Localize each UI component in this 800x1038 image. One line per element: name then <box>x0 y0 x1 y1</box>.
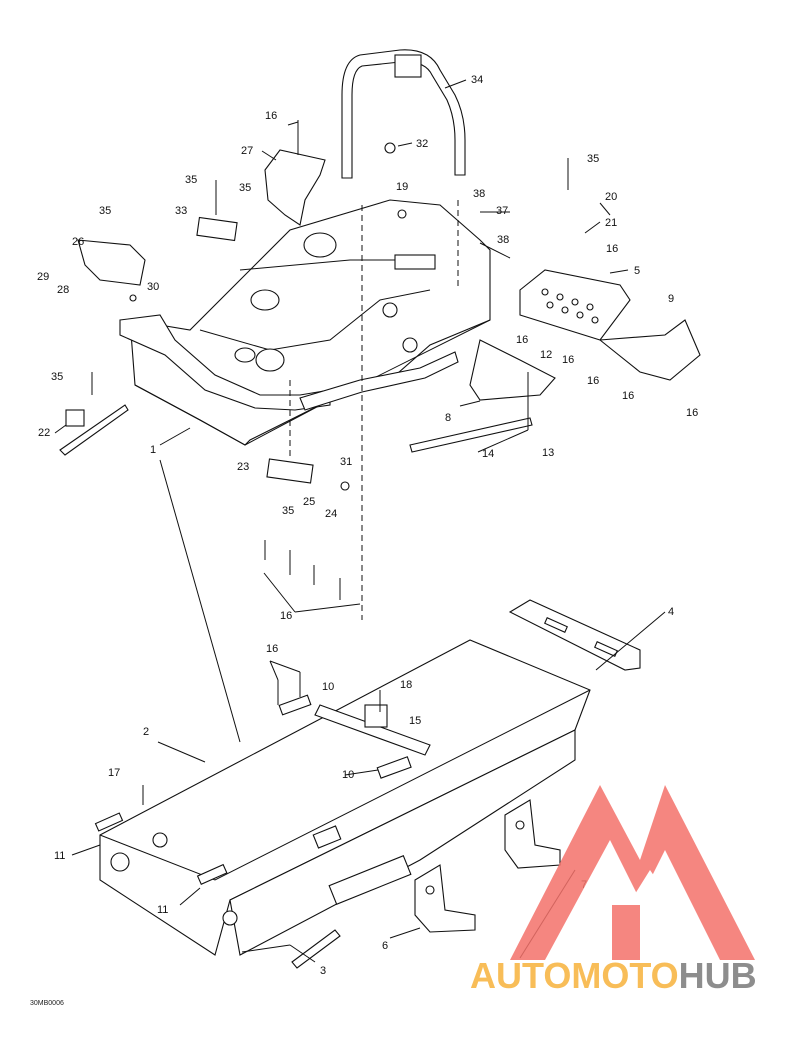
hinge-23-part <box>266 458 314 484</box>
callout-label: 4 <box>668 606 674 618</box>
callout-label: 16 <box>606 243 618 255</box>
callout-label: 34 <box>471 74 483 86</box>
tunnel-hole <box>110 852 130 872</box>
callout-label: 19 <box>396 181 408 193</box>
tunnel-side-part <box>229 729 576 956</box>
frame-slot <box>394 254 436 270</box>
tunnel-vent-holes <box>328 855 412 905</box>
bracket-27-part <box>264 149 326 226</box>
block-10-part <box>376 756 412 779</box>
callout-label: 17 <box>108 767 120 779</box>
callout-label: 16 <box>587 375 599 387</box>
callout-label: 11 <box>54 850 65 862</box>
callout-label: 8 <box>445 412 451 424</box>
callout-label: 35 <box>282 505 294 517</box>
callout-label: 24 <box>325 508 337 520</box>
callout-label: 30 <box>147 281 159 293</box>
bar-3-part <box>291 929 341 969</box>
callout-label: 38 <box>497 234 509 246</box>
callout-label: 1 <box>150 444 156 456</box>
plate-4-part <box>508 599 641 671</box>
callout-label: 35 <box>185 174 197 186</box>
callout-label: 5 <box>634 265 640 277</box>
callout-label: 27 <box>241 145 253 157</box>
callout-label: 12 <box>540 349 552 361</box>
callout-label: 16 <box>622 390 634 402</box>
callout-label: 28 <box>57 284 69 296</box>
tunnel-slot <box>312 825 342 849</box>
watermark-brand-part-2: HUB <box>679 955 757 996</box>
frame-hole <box>303 232 337 258</box>
callout-label: 18 <box>400 679 412 691</box>
frame-hole <box>382 302 398 318</box>
callout-label: 35 <box>99 205 111 217</box>
fastener-group <box>91 120 569 600</box>
handle-bar-part <box>341 49 466 179</box>
frame-hole <box>255 348 285 372</box>
callout-label: 10 <box>322 681 334 693</box>
callout-label: 35 <box>587 153 599 165</box>
callout-label: 35 <box>239 182 251 194</box>
callout-label: 25 <box>303 496 315 508</box>
trim-11-part <box>94 812 124 832</box>
callout-label: 15 <box>409 715 421 727</box>
tunnel-hole <box>222 910 238 926</box>
rail-14-part <box>409 417 533 453</box>
callout-label: 21 <box>605 217 617 229</box>
bracket-9-part <box>598 319 701 381</box>
callout-label: 16 <box>516 334 528 346</box>
callout-label: 26 <box>72 236 84 248</box>
callout-label: 11 <box>157 904 168 916</box>
callout-label: 10 <box>342 769 354 781</box>
callout-label: 22 <box>38 427 50 439</box>
callout-label: 2 <box>143 726 149 738</box>
callout-label: 6 <box>382 940 388 952</box>
watermark-brand-text: AUTOMOTOHUB <box>470 955 757 996</box>
callout-label: 3 <box>320 965 326 977</box>
bracket-6-part <box>414 864 476 933</box>
callout-label: 31 <box>340 456 352 468</box>
callout-label: 13 <box>542 447 554 459</box>
callout-label: 37 <box>496 205 508 217</box>
crossmember-15-part <box>314 704 431 756</box>
tunnel-hole <box>152 832 168 848</box>
callout-label: 20 <box>605 191 617 203</box>
callout-label: 32 <box>416 138 428 150</box>
frame-hole <box>250 289 280 311</box>
reference-code: 30MB0006 <box>30 1000 64 1007</box>
clamp-22-part <box>59 404 129 456</box>
callout-label: 35 <box>51 371 63 383</box>
clamp-block-part <box>65 409 85 427</box>
automotohub-watermark: AUTOMOTOHUB <box>470 785 757 996</box>
frame-hole <box>402 337 418 353</box>
frame-rail-part <box>299 351 459 411</box>
callout-label: 16 <box>686 407 698 419</box>
callout-label: 16 <box>280 610 292 622</box>
footrest-holes <box>541 288 599 324</box>
callout-label: 38 <box>473 188 485 200</box>
handle-clamp-part <box>394 54 422 78</box>
callout-label: 16 <box>266 643 278 655</box>
callout-label: 16 <box>562 354 574 366</box>
callout-label: 23 <box>237 461 249 473</box>
callout-label: 29 <box>37 271 49 283</box>
frame-hole <box>234 347 256 363</box>
bracket-26-part <box>77 239 146 286</box>
trim-11-part <box>196 863 228 885</box>
bracket-7-part <box>504 799 561 869</box>
lower-chassis-assembly <box>94 599 641 969</box>
plate-33-part <box>196 216 238 242</box>
callout-label: 14 <box>482 448 494 460</box>
bracket-18-part <box>364 704 388 728</box>
upper-frame-assembly <box>59 49 701 620</box>
bracket-8-part <box>469 339 556 401</box>
callout-label: 16 <box>265 110 277 122</box>
callout-label: 9 <box>668 293 674 305</box>
watermark-logo-icon <box>510 785 755 960</box>
watermark-brand-part-1: AUTOMOTO <box>470 955 679 996</box>
callout-label: 33 <box>175 205 187 217</box>
block-10-part <box>278 694 312 716</box>
